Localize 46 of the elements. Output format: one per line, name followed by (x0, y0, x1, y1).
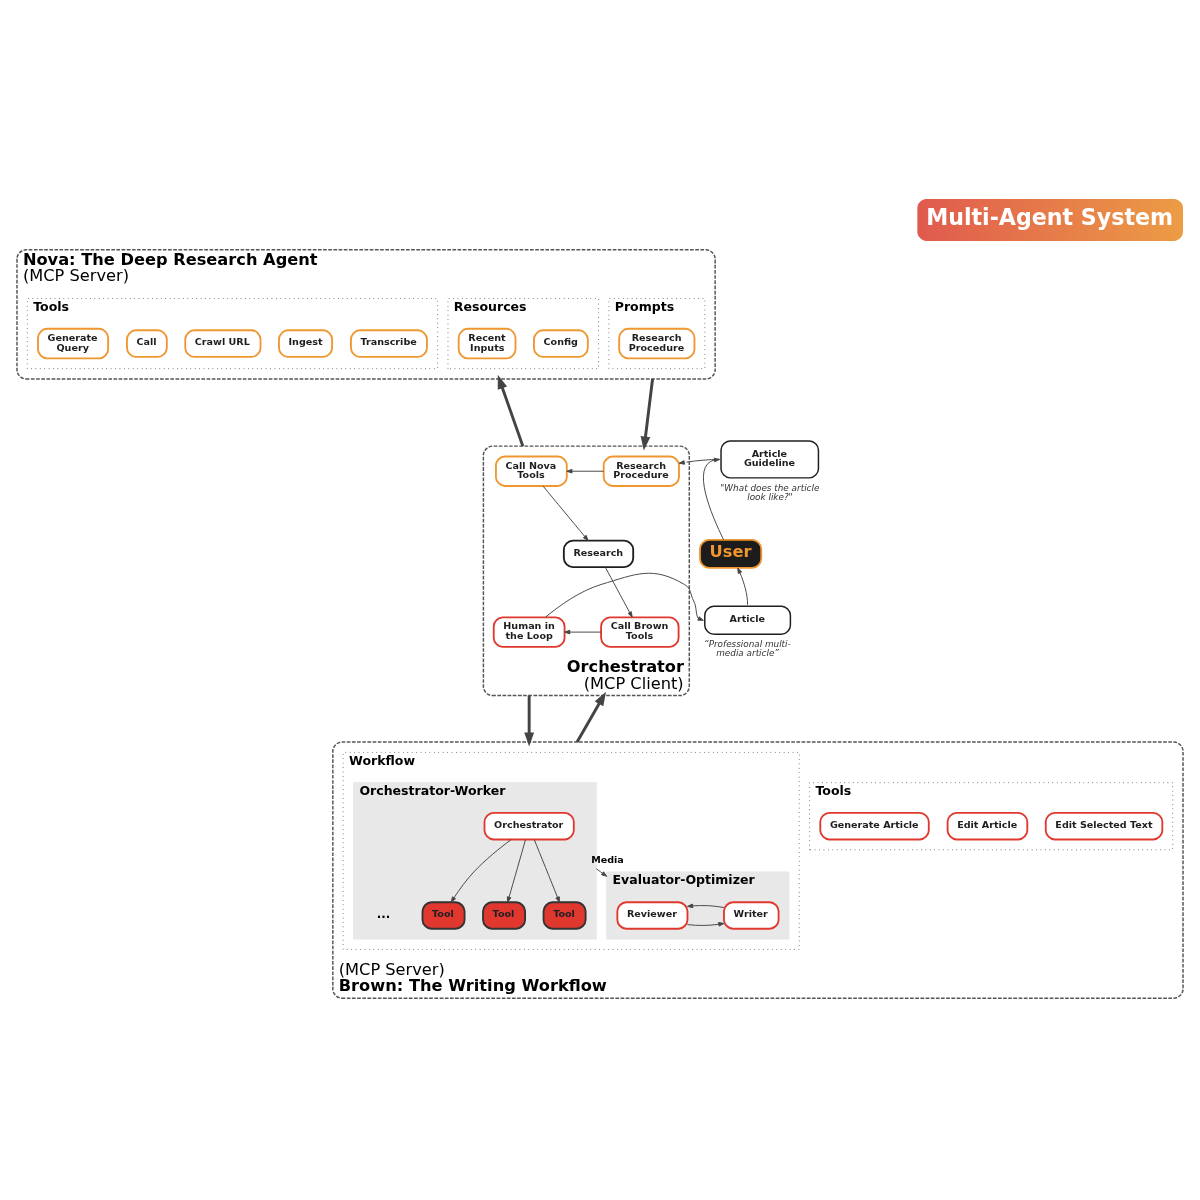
node-box: Edit Selected Text (1044, 812, 1164, 841)
arrow (737, 567, 749, 606)
arrow (542, 485, 589, 541)
arrow (533, 839, 560, 903)
node-box: Research Procedure (618, 327, 696, 360)
node-box: Generate Query (37, 327, 110, 360)
node-box: Tool (421, 901, 466, 930)
arrow (687, 903, 725, 909)
node-box: Human in the Loop (492, 616, 566, 648)
node-box: Research Procedure (602, 455, 680, 487)
arrow (640, 378, 655, 451)
node-box: Tool (542, 901, 587, 930)
arrow (450, 839, 512, 903)
node-box: Research (562, 539, 635, 569)
label: ... (376, 906, 391, 921)
arrow (566, 468, 604, 474)
arrow (687, 922, 725, 927)
diagram-title: Multi-Agent System (926, 204, 1174, 231)
node-box: Orchestrator (483, 812, 575, 841)
node-box: Reviewer (616, 901, 689, 930)
node-box: Edit Article (946, 812, 1029, 841)
node-label: "What does the article look like?" (720, 482, 820, 502)
arrow (524, 695, 535, 747)
node-box: Config (533, 329, 589, 358)
arrow (506, 839, 527, 903)
node-box: Transcribe (350, 329, 428, 358)
node-box: User (699, 538, 763, 569)
node-box: Call Nova Tools (495, 455, 568, 487)
arrow (575, 691, 607, 743)
node-box: Crawl URL (184, 329, 262, 358)
arrow (604, 566, 633, 618)
node-label: “Professional multi-media article” (704, 639, 791, 659)
arrow (678, 458, 721, 465)
node-box: Call (126, 329, 168, 358)
arrow (595, 868, 608, 877)
edge-label: Media (591, 853, 624, 865)
arrow (564, 629, 602, 635)
node-box: Generate Article (819, 812, 930, 841)
node-box: Tool (482, 901, 526, 930)
arrow (497, 374, 525, 447)
node-box: Writer (723, 901, 780, 930)
arrow (544, 572, 704, 621)
node-box: Ingest (278, 329, 334, 358)
arrow (702, 457, 725, 541)
node-box: Recent Inputs (457, 327, 517, 360)
node-box: Call Brown Tools (600, 616, 680, 648)
